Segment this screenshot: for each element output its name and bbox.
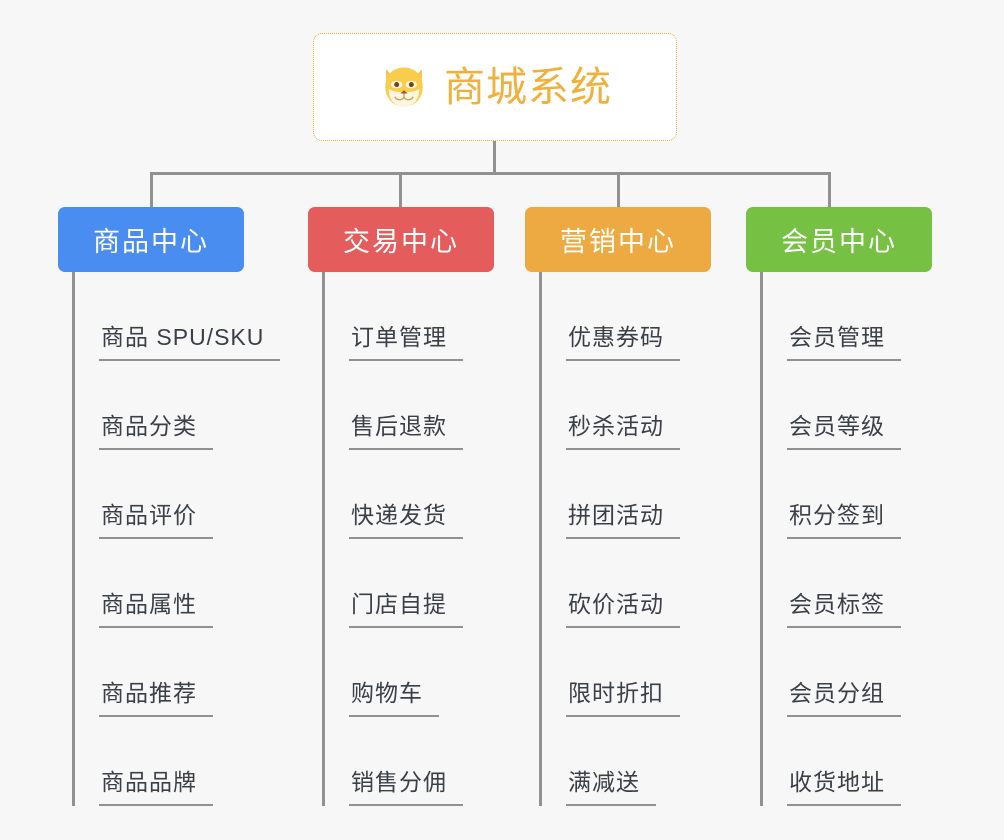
list-item[interactable]: 秒杀活动 — [542, 361, 711, 450]
list-item[interactable]: 会员分组 — [763, 628, 932, 717]
category-title-2: 交易中心 — [343, 227, 459, 257]
leaf-label: 会员等级 — [787, 407, 901, 450]
list-item[interactable]: 收货地址 — [763, 717, 932, 806]
list-item[interactable]: 限时折扣 — [542, 628, 711, 717]
leaf-label: 会员标签 — [787, 585, 901, 628]
branch-column-2: 交易中心 订单管理 售后退款 快递发货 门店自提 购物车 销售分佣 — [308, 207, 494, 806]
connector-drop-4 — [828, 172, 831, 208]
list-item[interactable]: 售后退款 — [325, 361, 494, 450]
leaf-label: 商品推荐 — [99, 674, 213, 717]
root-title: 商城系统 — [444, 63, 612, 110]
connector-drop-2 — [399, 172, 402, 208]
leaf-label: 优惠券码 — [566, 318, 680, 361]
list-item[interactable]: 订单管理 — [325, 272, 494, 361]
leaf-label: 会员分组 — [787, 674, 901, 717]
list-item[interactable]: 商品品牌 — [75, 717, 280, 806]
list-item[interactable]: 门店自提 — [325, 539, 494, 628]
list-item[interactable]: 快递发货 — [325, 450, 494, 539]
category-title-1: 商品中心 — [93, 227, 209, 257]
category-header-3[interactable]: 营销中心 — [525, 207, 711, 272]
leaf-label: 订单管理 — [349, 318, 463, 361]
leaf-list-4: 会员管理 会员等级 积分签到 会员标签 会员分组 收货地址 — [760, 272, 932, 806]
connector-root-stem — [493, 141, 496, 174]
leaf-label: 会员管理 — [787, 318, 901, 361]
list-item[interactable]: 商品评价 — [75, 450, 280, 539]
category-header-4[interactable]: 会员中心 — [746, 207, 932, 272]
category-header-1[interactable]: 商品中心 — [58, 207, 244, 272]
leaf-label: 商品评价 — [99, 496, 213, 539]
leaf-label: 商品分类 — [99, 407, 213, 450]
leaf-label: 商品 SPU/SKU — [99, 318, 281, 361]
list-item[interactable]: 拼团活动 — [542, 450, 711, 539]
list-item[interactable]: 商品 SPU/SKU — [75, 272, 281, 361]
leaf-label: 满减送 — [566, 763, 656, 806]
list-item[interactable]: 商品属性 — [75, 539, 280, 628]
connector-horizontal-bar — [150, 172, 831, 175]
leaf-label: 购物车 — [349, 674, 439, 717]
list-item[interactable]: 会员管理 — [763, 272, 932, 361]
leaf-label: 销售分佣 — [349, 763, 463, 806]
list-item[interactable]: 会员等级 — [763, 361, 932, 450]
list-item[interactable]: 砍价活动 — [542, 539, 711, 628]
leaf-label: 商品属性 — [99, 585, 213, 628]
list-item[interactable]: 销售分佣 — [325, 717, 494, 806]
leaf-label: 商品品牌 — [99, 763, 213, 806]
leaf-list-3: 优惠券码 秒杀活动 拼团活动 砍价活动 限时折扣 满减送 — [539, 272, 711, 806]
leaf-label: 秒杀活动 — [566, 407, 680, 450]
leaf-label: 售后退款 — [349, 407, 463, 450]
leaf-label: 快递发货 — [349, 496, 463, 539]
list-item[interactable]: 商品推荐 — [75, 628, 280, 717]
category-title-3: 营销中心 — [560, 227, 676, 257]
root-node[interactable]: 商城系统 — [313, 33, 677, 141]
branch-column-3: 营销中心 优惠券码 秒杀活动 拼团活动 砍价活动 限时折扣 满减送 — [525, 207, 711, 806]
list-item[interactable]: 会员标签 — [763, 539, 932, 628]
category-header-2[interactable]: 交易中心 — [308, 207, 494, 272]
leaf-label: 砍价活动 — [566, 585, 680, 628]
connector-drop-1 — [150, 172, 153, 208]
branch-column-1: 商品中心 商品 SPU/SKU 商品分类 商品评价 商品属性 商品推荐 商品品牌 — [58, 207, 281, 806]
category-title-4: 会员中心 — [781, 227, 897, 257]
list-item[interactable]: 优惠券码 — [542, 272, 711, 361]
branch-column-4: 会员中心 会员管理 会员等级 积分签到 会员标签 会员分组 收货地址 — [746, 207, 932, 806]
list-item[interactable]: 积分签到 — [763, 450, 932, 539]
leaf-label: 积分签到 — [787, 496, 901, 539]
list-item[interactable]: 满减送 — [542, 717, 711, 806]
leaf-label: 限时折扣 — [566, 674, 680, 717]
leaf-label: 收货地址 — [787, 763, 901, 806]
dog-face-icon — [385, 67, 423, 107]
list-item[interactable]: 商品分类 — [75, 361, 280, 450]
leaf-list-1: 商品 SPU/SKU 商品分类 商品评价 商品属性 商品推荐 商品品牌 — [72, 272, 281, 806]
connector-drop-3 — [617, 172, 620, 208]
leaf-list-2: 订单管理 售后退款 快递发货 门店自提 购物车 销售分佣 — [322, 272, 494, 806]
leaf-label: 门店自提 — [349, 585, 463, 628]
list-item[interactable]: 购物车 — [325, 628, 494, 717]
leaf-label: 拼团活动 — [566, 496, 680, 539]
